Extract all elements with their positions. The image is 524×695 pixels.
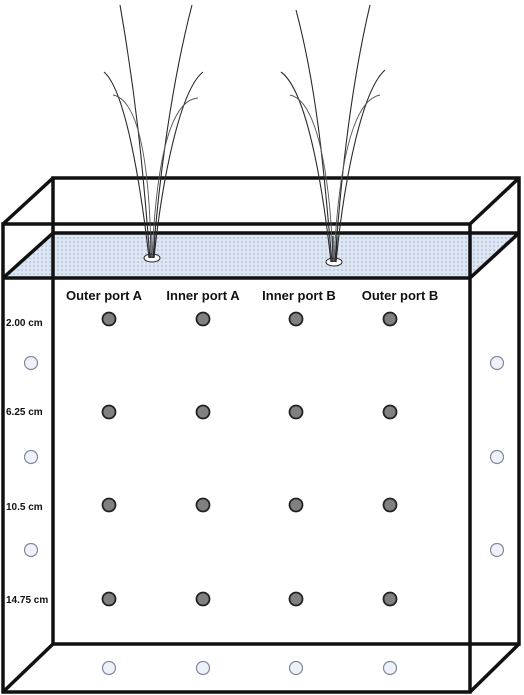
port-r1-c4 bbox=[382, 311, 398, 327]
sampling-ports bbox=[101, 311, 398, 607]
right-port-3 bbox=[489, 542, 505, 558]
column-labels: Outer port A Inner port A Inner port B O… bbox=[66, 288, 438, 303]
depth-label-4: 14.75 cm bbox=[6, 595, 48, 606]
depth-label-2: 6.25 cm bbox=[6, 407, 43, 418]
port-r3-c2 bbox=[195, 497, 211, 513]
water-surface bbox=[3, 233, 519, 278]
front-frame bbox=[1, 222, 472, 694]
plant-a bbox=[103, 4, 204, 263]
left-port-1 bbox=[23, 355, 39, 371]
depth-labels: 2.00 cm 6.25 cm 10.5 cm 14.75 cm bbox=[6, 318, 48, 606]
port-r2-c2 bbox=[195, 404, 211, 420]
port-r4-c3 bbox=[288, 591, 304, 607]
left-port-3 bbox=[23, 542, 39, 558]
port-r3-c1 bbox=[101, 497, 117, 513]
column-label-outer-port-b: Outer port B bbox=[362, 288, 439, 303]
depth-label-1: 2.00 cm bbox=[6, 318, 43, 329]
column-label-outer-port-a: Outer port A bbox=[66, 288, 143, 303]
port-r2-c4 bbox=[382, 404, 398, 420]
port-r1-c3 bbox=[288, 311, 304, 327]
port-r4-c4 bbox=[382, 591, 398, 607]
bottom-port-1 bbox=[101, 660, 117, 676]
bottom-port-2 bbox=[195, 660, 211, 676]
port-r2-c1 bbox=[101, 404, 117, 420]
right-port-2 bbox=[489, 449, 505, 465]
port-r3-c4 bbox=[382, 497, 398, 513]
side-ports bbox=[23, 355, 505, 676]
back-frame bbox=[51, 176, 521, 646]
port-r2-c3 bbox=[288, 404, 304, 420]
left-port-2 bbox=[23, 449, 39, 465]
bottom-port-3 bbox=[288, 660, 304, 676]
depth-label-3: 10.5 cm bbox=[6, 502, 43, 513]
bottom-port-4 bbox=[382, 660, 398, 676]
right-port-1 bbox=[489, 355, 505, 371]
column-label-inner-port-b: Inner port B bbox=[262, 288, 336, 303]
port-r4-c2 bbox=[195, 591, 211, 607]
port-r4-c1 bbox=[101, 591, 117, 607]
port-r1-c2 bbox=[195, 311, 211, 327]
box-edges bbox=[1, 176, 521, 694]
plant-b bbox=[280, 4, 386, 267]
column-label-inner-port-a: Inner port A bbox=[166, 288, 240, 303]
port-r1-c1 bbox=[101, 311, 117, 327]
port-r3-c3 bbox=[288, 497, 304, 513]
